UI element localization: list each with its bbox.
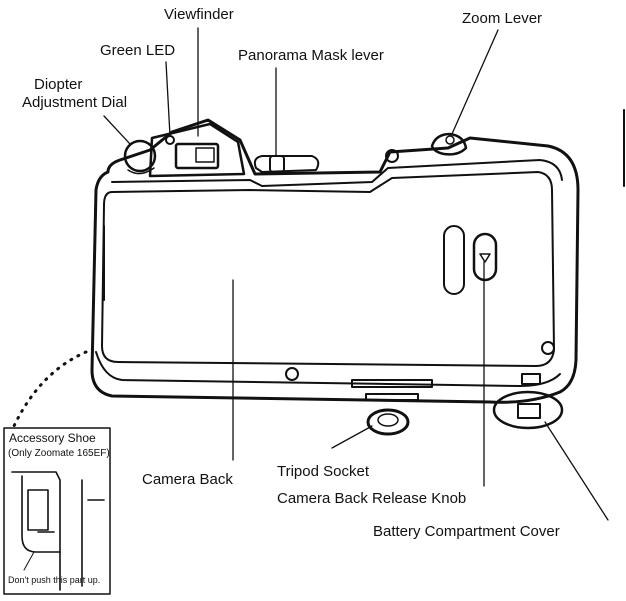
top-button [385,149,399,163]
release-knob [472,232,498,282]
label-camera-back-release-knob: Camera Back Release Knob [277,490,467,507]
label-camera-back: Camera Back [142,471,233,488]
battery-latch [517,403,541,419]
battery-cover [492,390,564,430]
bottom-vent-2 [365,393,419,401]
bottom-hole [285,367,299,381]
right-tab [521,373,541,385]
inset-box [3,427,111,595]
zoom-lever-shape [430,132,468,156]
tripod-socket [366,408,410,436]
inset-connector [12,350,88,428]
panorama-lever-slot [253,155,320,173]
back-slot [443,225,465,295]
viewfinder-window [174,142,220,170]
leader-zoom [451,29,499,135]
tripod-socket-inner [377,413,399,427]
right-corner-circle [541,341,555,355]
label-green-led: Green LED [100,42,176,59]
leader-battery [544,421,609,521]
top-panel-line [111,159,563,187]
label-panorama-mask-lever: Panorama Mask lever [238,47,384,64]
leader-tripod [331,425,373,449]
diopter-dial [123,139,157,173]
leader-lines [103,27,609,521]
label-diopter-line2: Adjustment Dial [22,94,128,111]
label-zoom-lever: Zoom Lever [462,10,543,27]
label-viewfinder: Viewfinder [164,6,234,23]
lower-lip [95,351,561,387]
green-led [165,135,175,145]
label-battery-compartment-cover: Battery Compartment Cover [373,523,560,540]
label-tripod-socket: Tripod Socket [277,463,369,480]
leader-diopter [103,115,131,145]
label-diopter-line1: Diopter [34,76,83,93]
inset-title-line2: (Only Zoomate 165EF) [8,448,110,459]
diopter-dial-rim [127,167,155,175]
inset-drawing [11,471,105,591]
inset-title-line1: Accessory Shoe [9,431,96,445]
leader-green-led [165,61,171,137]
camera-body-outline [90,118,580,404]
inset-note: Don't push this part up. [8,575,101,585]
viewfinder-inner [195,147,215,163]
zoom-lever-nub [445,135,455,145]
camera-back-panel [101,171,555,367]
panorama-lever-knob [269,155,285,173]
release-knob-arrow [479,253,491,263]
bottom-vent-1 [351,379,433,388]
